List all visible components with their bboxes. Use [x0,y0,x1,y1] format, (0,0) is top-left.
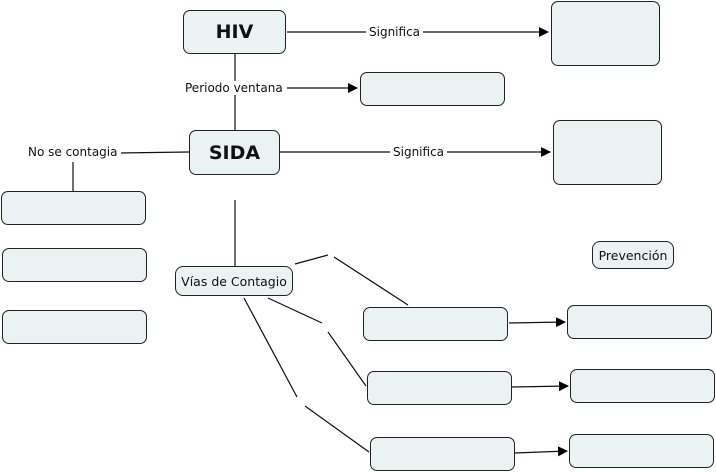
node-hiv-meaning[interactable] [551,1,660,66]
via3-prev3-line [514,446,568,457]
via1-prev1-line [508,317,566,328]
vias-branch-3b [304,405,370,453]
vias-branch-2b [327,331,367,387]
no-contagia-line [119,151,190,154]
node-prev-2[interactable] [570,369,715,403]
node-prev-3[interactable] [569,434,714,468]
vias-branch-3a [243,297,298,398]
hiv-significa-label: Significa [366,25,424,39]
sida-significa-label: Significa [390,145,448,159]
periodo-ventana-label: Periodo ventana [182,81,286,95]
node-hiv[interactable]: HIV [183,10,286,54]
node-prev-1[interactable] [567,305,712,339]
node-vias-de-contagio[interactable]: Vías de Contagio [175,266,293,296]
node-no-contagia-2[interactable] [2,248,147,282]
vias-branch-1b [333,256,409,306]
vias-branch-1a [294,254,329,265]
node-sida-meaning[interactable] [553,120,662,185]
node-no-contagia-1[interactable] [1,191,146,225]
no-se-contagia-label: No se contagia [25,145,121,159]
vias-branch-2a [267,297,323,324]
node-prevencion[interactable]: Prevención [592,241,674,269]
node-via-2[interactable] [367,371,512,405]
via2-prev2-line [511,381,569,392]
node-via-3[interactable] [370,437,515,471]
node-via-1[interactable] [363,307,508,341]
node-sida[interactable]: SIDA [189,130,280,175]
node-periodo-ventana[interactable] [360,72,505,106]
node-no-contagia-3[interactable] [2,310,147,344]
